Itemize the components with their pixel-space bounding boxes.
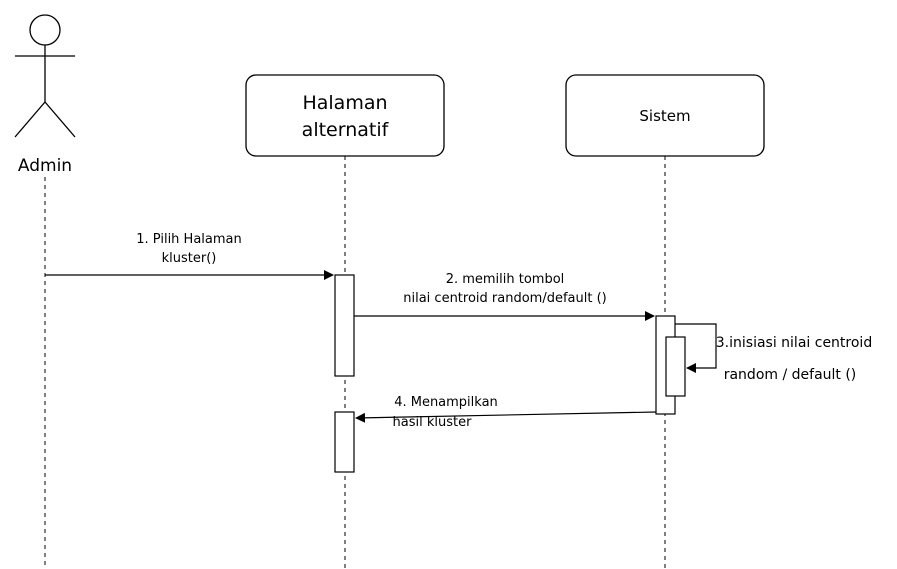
message-2: 2. memilih tombol nilai centroid random/… [354, 272, 655, 321]
actor-admin: Admin [14, 14, 76, 176]
participant-halaman-alternatif: Halaman alternatif [245, 74, 445, 157]
activation-bar-halaman-1 [334, 274, 355, 377]
participant-label-line2: alternatif [302, 119, 390, 141]
actor-label: Admin [18, 156, 72, 176]
message-1: 1. Pilih Halaman kluster() [45, 232, 334, 280]
message-label-line2: hasil kluster [393, 415, 473, 430]
participant-label: Sistem [639, 107, 690, 125]
message-label-line2: random / default () [724, 367, 857, 383]
message-label-line1: 2. memilih tombol [446, 272, 565, 287]
activation-bar-halaman-2 [334, 411, 355, 473]
message-4: 4. Menampilkan hasil kluster [355, 395, 657, 430]
participant-sistem: Sistem [565, 74, 765, 157]
message-3-self-call: 3.inisiasi nilai centroid random / defau… [675, 323, 872, 383]
stick-figure-icon [14, 14, 76, 138]
message-label-line1: 3.inisiasi nilai centroid [716, 335, 872, 351]
activation-bar-sistem-nested [665, 336, 686, 397]
message-label-line1: 1. Pilih Halaman [136, 232, 242, 247]
message-arrow [355, 411, 657, 423]
participant-box [245, 74, 445, 157]
participant-label-line1: Halaman [302, 92, 387, 114]
message-label-line1: 4. Menampilkan [394, 395, 498, 410]
message-label-line2: kluster() [162, 251, 217, 266]
message-arrow [675, 323, 717, 373]
message-label-line2: nilai centroid random/default () [403, 291, 606, 306]
